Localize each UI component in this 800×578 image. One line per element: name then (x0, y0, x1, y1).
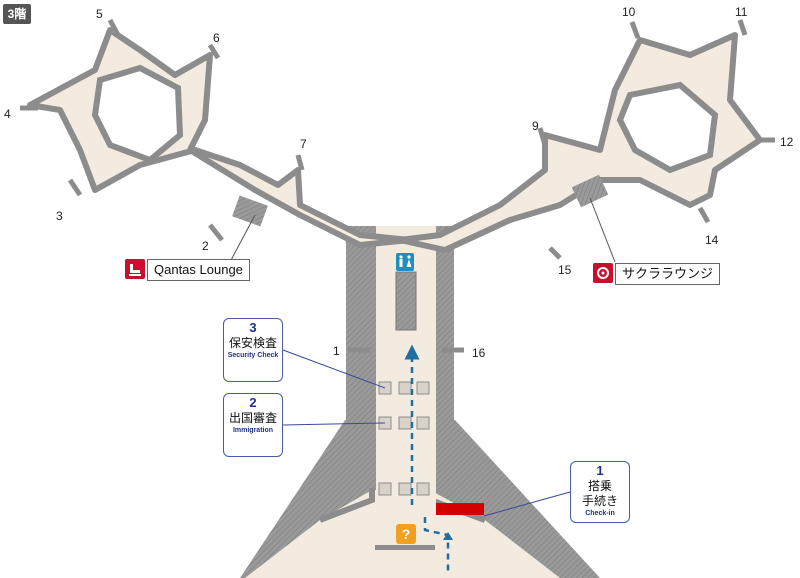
checkin-leader-line (483, 491, 571, 517)
gate-label: 4 (4, 107, 11, 121)
gate-label: 14 (705, 233, 719, 247)
restroom-icon (396, 253, 414, 271)
step-title: 保安検査 (228, 336, 277, 350)
floor-badge: 3階 (3, 4, 31, 24)
step-title: 手続き (581, 494, 618, 508)
lounge-chair-icon (125, 259, 145, 279)
info-desk (375, 545, 435, 550)
departure-route (404, 344, 450, 575)
jetways (20, 18, 775, 353)
gate-label: 9 (532, 119, 539, 133)
right-concourse (397, 32, 763, 253)
gate-labels: 1 2 3 4 5 6 7 9 10 11 12 14 15 16 (4, 5, 794, 360)
gate-label: 2 (202, 239, 209, 253)
information-icon: ? (396, 524, 416, 544)
step-number: 1 (596, 463, 604, 478)
svg-text:?: ? (402, 526, 411, 542)
sakura-lounge-label[interactable]: サクララウンジ (615, 263, 721, 285)
gate-label: 15 (558, 263, 572, 277)
check-in-counter (436, 503, 484, 515)
step-check-in: 1 搭乗 手続き Check-in (570, 461, 630, 523)
immigration-leader-line (282, 422, 386, 426)
step-subtitle: Security Check (227, 352, 279, 359)
central-pier (346, 226, 454, 506)
step-subtitle: Check-in (585, 510, 615, 517)
security-leader-line (282, 349, 386, 389)
qantas-leader-line (229, 214, 256, 263)
route-arrowhead (443, 532, 453, 540)
step-title: 出国審査 (228, 411, 277, 425)
gate-label: 3 (56, 209, 63, 223)
sakura-leader-line (589, 197, 616, 263)
qantas-lounge-label[interactable]: Qantas Lounge (147, 259, 250, 281)
jal-crane-icon (593, 263, 613, 283)
step-subtitle: Immigration (232, 427, 274, 434)
gate-label: 7 (300, 137, 307, 151)
step-number: 3 (249, 320, 257, 335)
step-number: 2 (249, 395, 257, 410)
gate-label: 5 (96, 7, 103, 21)
checkpoint-booths (378, 381, 430, 496)
step-title: 搭乗 (587, 479, 612, 493)
gate-label: 10 (622, 5, 636, 19)
step-security-check: 3 保安検査 Security Check (223, 318, 283, 382)
gate-label: 1 (333, 344, 340, 358)
gate-label: 12 (780, 135, 794, 149)
left-concourse (27, 27, 413, 248)
gate-label: 11 (735, 5, 748, 19)
step-immigration: 2 出国審査 Immigration (223, 393, 283, 457)
gate-label: 6 (213, 31, 220, 45)
gate-label: 16 (472, 346, 486, 360)
